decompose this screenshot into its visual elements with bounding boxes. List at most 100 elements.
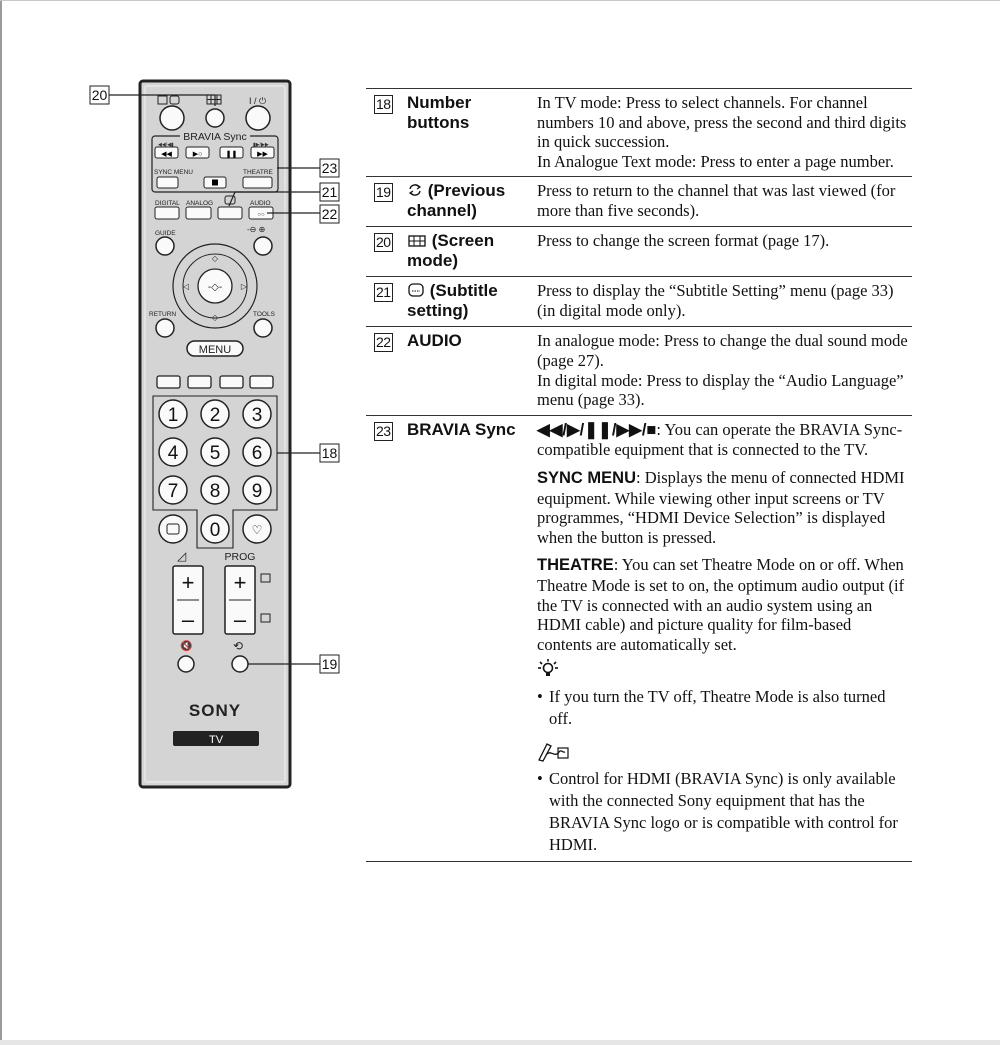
blue-button [249,375,274,389]
info-button [159,105,185,131]
tv-label: TV [209,734,224,746]
transport-paragraph: ◀◀/▶/❚❚/▶▶/■: You can operate the BRAVIA… [537,420,908,460]
power-icon: I / ⏻ [249,96,266,106]
note-text: Control for HDMI (BRAVIA Sync) is only a… [537,768,908,856]
sync-menu-button [156,176,179,189]
svg-text:▮▶/▶▶: ▮▶/▶▶ [253,142,269,148]
callout-23: 23 [322,160,338,176]
description-paragraph: In analogue mode: Press to change the du… [537,331,908,370]
table-row: 19 (Previous channel) Press to return to… [366,177,912,228]
fast-forward-button [250,146,275,159]
item-name-cell: (Previous channel) [396,181,537,221]
analog-button [185,206,212,220]
yellow-button [219,375,244,389]
button-reference-table: 18 Number buttons In TV mode: Press to s… [366,88,912,863]
item-name: (Previous channel) [407,181,506,221]
previous-channel-icon [408,184,422,197]
svg-text:◁: ◁ [183,282,190,291]
sony-logo: SONY [189,701,241,720]
theatre-button [242,176,273,189]
return-button [155,318,175,338]
item-name: (Screen mode) [407,231,495,271]
screen-mode-button [205,108,225,128]
digit-6: 6 [252,443,263,464]
table-row: 22 AUDIO In analogue mode: Press to chan… [366,327,912,416]
sync-menu-label: SYNC MENU [154,169,193,176]
item-name: (Subtitle setting) [407,281,498,321]
svg-text:+: + [234,570,247,595]
svg-text:▷: ▷ [241,282,248,291]
digit-1: 1 [168,405,179,426]
digit-4: 4 [168,443,179,464]
guide-button [155,236,175,256]
svg-text:-◇-: -◇- [208,282,222,293]
tip-text: If you turn the TV off, Theatre Mode is … [537,686,908,730]
analog-label: ANALOG [186,200,213,207]
item-description: Press to display the “Subtitle Setting” … [537,281,894,320]
power-button [245,105,271,131]
sync-menu-paragraph: SYNC MENU: Displays the menu of connecte… [537,468,908,547]
green-button [187,375,212,389]
sync-menu-text: : Displays the menu of connected HDMI eq… [537,467,905,547]
callout-21: 21 [322,184,338,200]
subtitle-button [217,206,243,220]
description-paragraph: In Analogue Text mode: Press to enter a … [537,151,894,171]
item-description: Press to return to the channel that was … [537,181,896,220]
item-name-cell: (Subtitle setting) [396,281,537,321]
svg-text:○○: ○○ [257,212,265,218]
play-button [185,146,210,159]
theatre-label: THEATRE [243,169,274,176]
callout-18: 18 [322,445,338,461]
number-buttons: 1 2 3 4 5 6 7 8 9 0 [158,399,272,544]
prog-label: PROG [225,551,256,563]
previous-channel-button [231,655,249,673]
item-description: ◀◀/▶/❚❚/▶▶/■: You can operate the BRAVIA… [537,420,912,857]
svg-text:◇: ◇ [212,254,219,263]
theatre-paragraph: THEATRE: You can set Theatre Mode on or … [537,555,908,654]
item-number: 20 [374,233,393,253]
item-number: 18 [374,95,393,114]
page-top-border [0,0,1000,1]
digit-7: 7 [168,481,179,502]
tv-badge [173,731,259,746]
digital-button [154,206,180,220]
bravia-sync-label: BRAVIA Sync [183,131,246,143]
item-name-cell: (Screen mode) [396,231,537,271]
digit-0: 0 [210,520,221,541]
item-number: 19 [374,183,393,203]
item-name: AUDIO [407,331,462,351]
theatre-text: : You can set Theatre Mode on or off. Wh… [537,555,905,654]
digit-3: 3 [252,405,263,426]
input-help-icons [157,95,180,105]
audio-label: AUDIO [250,200,271,207]
callout-19: 19 [322,656,338,672]
digital-label: DIGITAL [155,200,180,207]
callout-20: 20 [92,87,108,103]
input-button [253,236,273,256]
transport-text: : You can operate the BRAVIA Sync-compat… [537,419,903,460]
previous-channel-icon: ⟲ [233,639,243,653]
callout-22: 22 [322,206,338,222]
menu-button [186,340,244,357]
pause-button [219,146,244,159]
svg-text:◇: ◇ [212,313,219,322]
page-left-border [0,0,2,1045]
svg-text:❚❚: ❚❚ [226,150,238,158]
svg-text:–: – [182,607,195,632]
description-paragraph: In TV mode: Press to select channels. Fo… [537,93,907,152]
tip-icon [537,658,908,680]
remote-control-illustration: I / ⏻ BRAVIA Sync ◀◀/◀▮ ▮▶/▶▶ ◀◀ ▶○ ❚❚ ▶… [85,78,355,790]
screen-mode-icon [408,235,426,248]
svg-text:–: – [234,607,247,632]
note-icon [537,740,908,763]
item-description: Press to change the screen format (page … [537,231,830,251]
menu-label: MENU [199,344,231,356]
table-row: 23 BRAVIA Sync ◀◀/▶/❚❚/▶▶/■: You can ope… [366,416,912,863]
svg-text:▶▶: ▶▶ [257,151,268,158]
item-description: In TV mode: Press to select channels. Fo… [537,93,912,171]
tools-label: TOOLS [253,311,276,318]
subtitle-icon [408,283,424,298]
svg-text:+: + [182,570,195,595]
ok-button [197,268,233,304]
item-number: 22 [374,333,393,353]
